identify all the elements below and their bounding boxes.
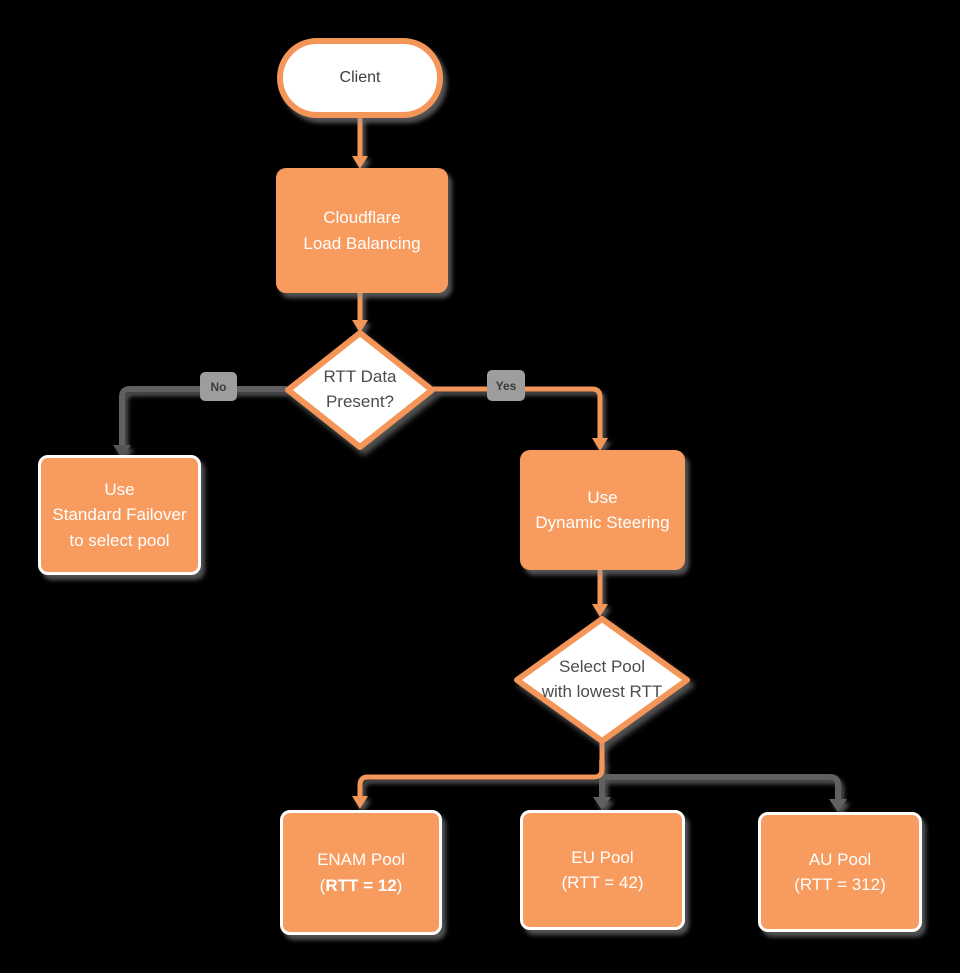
arrowhead-into-select-pool: [592, 604, 608, 617]
au-pool-name: AU Pool: [808, 849, 872, 869]
node-eu-pool-label: EU Pool (RTT = 42): [561, 819, 643, 921]
arrowhead-into-failover: [113, 445, 131, 458]
node-rtt-decision-label: RTT Data Present?: [323, 367, 397, 411]
node-client: Client: [277, 38, 443, 118]
rtt-decision-diamond-shape: [285, 330, 435, 450]
arrowhead-into-enam: [352, 796, 368, 809]
node-dynamic-steering: Use Dynamic Steering: [520, 450, 685, 570]
node-dynamic-steering-label: Use Dynamic Steering: [535, 487, 670, 533]
arrowhead-into-au: [829, 799, 847, 812]
node-select-pool-label: Select Pool with lowest RTT: [541, 657, 663, 701]
node-load-balancing: Cloudflare Load Balancing: [276, 168, 448, 293]
node-load-balancing-label: Cloudflare Load Balancing: [303, 208, 421, 253]
node-au-pool: AU Pool (RTT = 312): [758, 812, 922, 932]
edge-label-yes-text: Yes: [495, 378, 517, 393]
enam-pool-rtt: (RTT = 12): [319, 875, 403, 895]
arrowhead-into-loadbalancing: [352, 156, 368, 169]
arrowhead-into-rtt-decision: [352, 320, 368, 333]
node-standard-failover: Use Standard Failover to select pool: [38, 455, 201, 575]
node-eu-pool: EU Pool (RTT = 42): [520, 810, 685, 930]
node-au-pool-label: AU Pool (RTT = 312): [794, 821, 886, 923]
node-rtt-decision: RTT Data Present?: [283, 328, 437, 452]
select-pool-diamond-shape: [514, 616, 690, 744]
arrowhead-into-dynamic-steering: [592, 438, 608, 451]
enam-pool-name: ENAM Pool: [317, 850, 405, 869]
arrowhead-into-eu: [593, 797, 611, 810]
edge-rtt-decision-to-dynamic-steering: [433, 386, 603, 440]
eu-pool-name: EU Pool: [571, 847, 634, 867]
node-enam-pool: ENAM Pool (RTT = 12): [280, 810, 442, 935]
eu-pool-rtt: (RTT = 42): [561, 873, 644, 892]
node-standard-failover-label: Use Standard Failover to select pool: [52, 479, 187, 550]
edge-label-no: No: [200, 372, 237, 401]
edge-label-no-text: No: [210, 379, 227, 394]
node-enam-pool-label: ENAM Pool (RTT = 12): [317, 822, 405, 924]
edge-label-yes: Yes: [487, 370, 525, 401]
au-pool-rtt: (RTT = 312): [794, 875, 886, 894]
edge-rtt-decision-to-failover: [119, 386, 287, 447]
edge-select-pool-to-enam: [357, 742, 605, 798]
edge-junction-to-au: [602, 774, 841, 801]
node-select-pool: Select Pool with lowest RTT: [511, 613, 693, 747]
node-client-label: Client: [339, 69, 381, 86]
